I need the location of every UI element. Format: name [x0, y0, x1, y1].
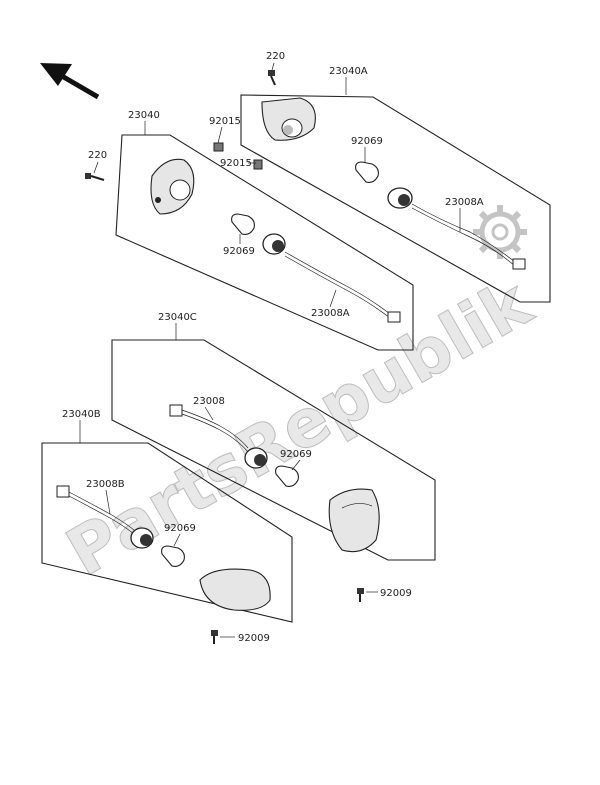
label-23008a-left: 23008A	[311, 308, 350, 319]
front-direction-arrow-icon	[40, 63, 100, 100]
box-23040b-assembly	[41, 442, 293, 623]
label-92015-b: 92015	[220, 158, 252, 169]
bulb-92069-c	[275, 465, 299, 487]
nut-92015-a	[213, 142, 224, 152]
bulb-92069-a	[355, 161, 379, 183]
label-92069-a: 92069	[351, 136, 383, 147]
box-23040-assembly	[115, 134, 414, 351]
screw-220-top	[268, 70, 276, 86]
bulb-92069-d	[161, 545, 185, 567]
label-92015-a: 92015	[209, 116, 241, 127]
label-92009-right: 92009	[380, 588, 412, 599]
label-23008a-right: 23008A	[445, 197, 484, 208]
socket-23008a-left	[262, 233, 401, 323]
label-23008b: 23008B	[86, 479, 125, 490]
screw-92009-right	[357, 588, 364, 602]
lens-23040c	[328, 488, 380, 553]
label-220-left: 220	[88, 150, 107, 161]
lens-23040a	[261, 97, 316, 141]
watermark-gear-icon	[473, 205, 527, 259]
label-92069-c: 92069	[280, 449, 312, 460]
screw-92009-bottom	[211, 630, 218, 644]
label-23040c: 23040C	[158, 312, 197, 323]
label-23040: 23040	[128, 110, 160, 121]
label-23040a: 23040A	[329, 66, 368, 77]
socket-23008b	[56, 485, 154, 549]
watermark-text: PartsRepublik	[54, 263, 545, 591]
lens-23040	[150, 158, 195, 215]
box-23040c-assembly	[111, 339, 436, 561]
label-92009-bottom: 92009	[238, 633, 270, 644]
label-92069-d: 92069	[164, 523, 196, 534]
watermark: PartsRepublik	[54, 263, 546, 592]
bulb-92069-b	[231, 213, 255, 235]
socket-23008	[169, 404, 268, 469]
screw-220-left	[85, 173, 105, 181]
box-23040a-assembly	[240, 94, 551, 303]
socket-23008a-right	[387, 187, 526, 270]
label-23008: 23008	[193, 396, 225, 407]
label-23040b: 23040B	[62, 409, 101, 420]
label-92069-b: 92069	[223, 246, 255, 257]
label-220-top: 220	[266, 51, 285, 62]
nut-92015-b	[253, 159, 263, 170]
leader-lines	[79, 62, 461, 638]
lens-23040b	[199, 568, 271, 611]
